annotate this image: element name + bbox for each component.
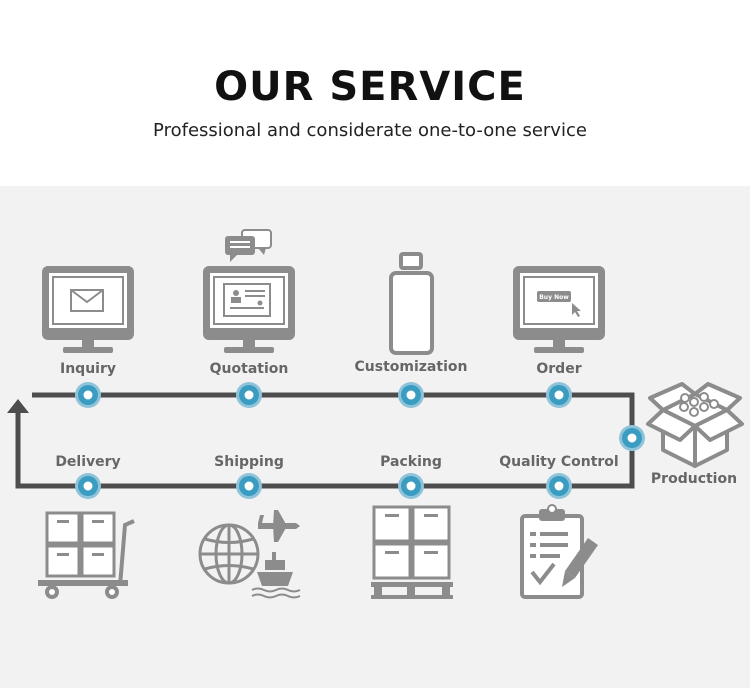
airplane-icon xyxy=(258,510,300,542)
page-title: OUR SERVICE xyxy=(214,64,526,110)
production-box-icon xyxy=(646,382,744,468)
step-label-quotation: Quotation xyxy=(210,361,289,377)
step-label-order: Order xyxy=(536,361,581,377)
node-production xyxy=(619,425,645,451)
node-packing xyxy=(398,473,424,499)
bottle-icon xyxy=(389,252,434,355)
buy-now-button: Buy Now xyxy=(539,294,569,301)
step-label-inquiry: Inquiry xyxy=(60,361,116,377)
node-customization xyxy=(398,382,424,408)
service-flow-panel: Buy Now xyxy=(0,186,750,688)
step-label-quality-control: Quality Control xyxy=(499,454,618,470)
ship-icon xyxy=(257,552,293,586)
header: OUR SERVICE Professional and considerate… xyxy=(0,0,750,186)
step-label-delivery: Delivery xyxy=(55,454,120,470)
node-delivery xyxy=(75,473,101,499)
monitor-quotation-icon xyxy=(203,266,295,353)
node-quality-control xyxy=(546,473,572,499)
step-label-shipping: Shipping xyxy=(214,454,284,470)
node-shipping xyxy=(236,473,262,499)
step-label-packing: Packing xyxy=(380,454,442,470)
clipboard-check-icon xyxy=(520,504,598,599)
packing-boxes-icon xyxy=(371,505,453,599)
step-label-customization: Customization xyxy=(355,359,468,375)
service-flow-diagram: Buy Now xyxy=(7,229,744,599)
flow-path xyxy=(15,392,635,489)
shipping-icon xyxy=(198,510,301,599)
node-order xyxy=(546,382,572,408)
pencil-icon xyxy=(562,538,598,587)
step-label-production: Production xyxy=(651,471,737,487)
monitor-order-icon: Buy Now xyxy=(513,266,605,353)
monitor-envelope-icon xyxy=(42,266,134,353)
node-inquiry xyxy=(75,382,101,408)
chat-bubbles-icon xyxy=(225,229,272,262)
page-subtitle: Professional and considerate one-to-one … xyxy=(153,120,587,141)
node-quotation xyxy=(236,382,262,408)
delivery-cart-icon xyxy=(38,511,135,599)
flow-arrow-icon xyxy=(7,399,29,413)
